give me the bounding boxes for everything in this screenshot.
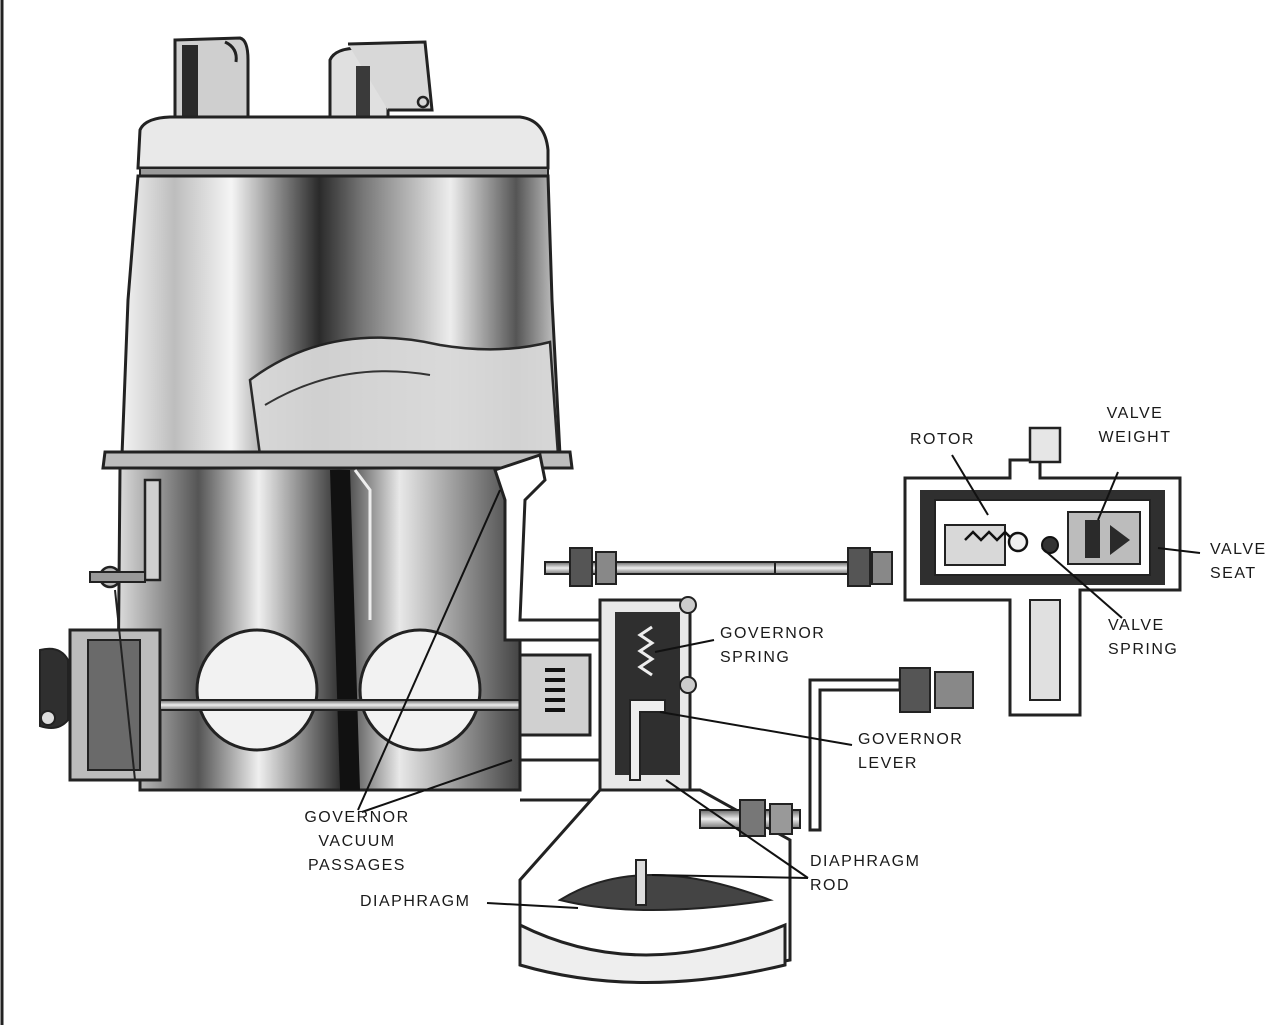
connecting-tubing	[544, 547, 974, 832]
leader-valve-seat	[1157, 547, 1201, 554]
vacuum-passage	[493, 453, 602, 642]
leader-governor-spring	[654, 639, 715, 653]
leader-diaphragm-rod-b	[665, 779, 809, 879]
governor-chamber	[518, 596, 697, 802]
leader-diaphragm	[486, 902, 579, 909]
leader-vacuum-a	[357, 489, 501, 811]
leader-lines	[357, 454, 1201, 909]
lower-body	[39, 466, 522, 792]
leader-valve-spring	[1041, 547, 1123, 619]
rotor-valve-housing	[903, 426, 1182, 717]
label-rotor: ROTOR	[910, 431, 975, 448]
label-diaphragm: DIAPHRAGM	[360, 893, 471, 910]
leader-rotor	[951, 454, 989, 516]
leader-vacuum-b	[361, 759, 513, 813]
diaphragm-housing	[518, 788, 801, 984]
upper-housing	[101, 36, 574, 470]
leader-valve-weight	[1097, 471, 1119, 521]
leader-governor-lever	[659, 711, 853, 746]
leader-diaphragm-rod-a	[651, 874, 809, 879]
